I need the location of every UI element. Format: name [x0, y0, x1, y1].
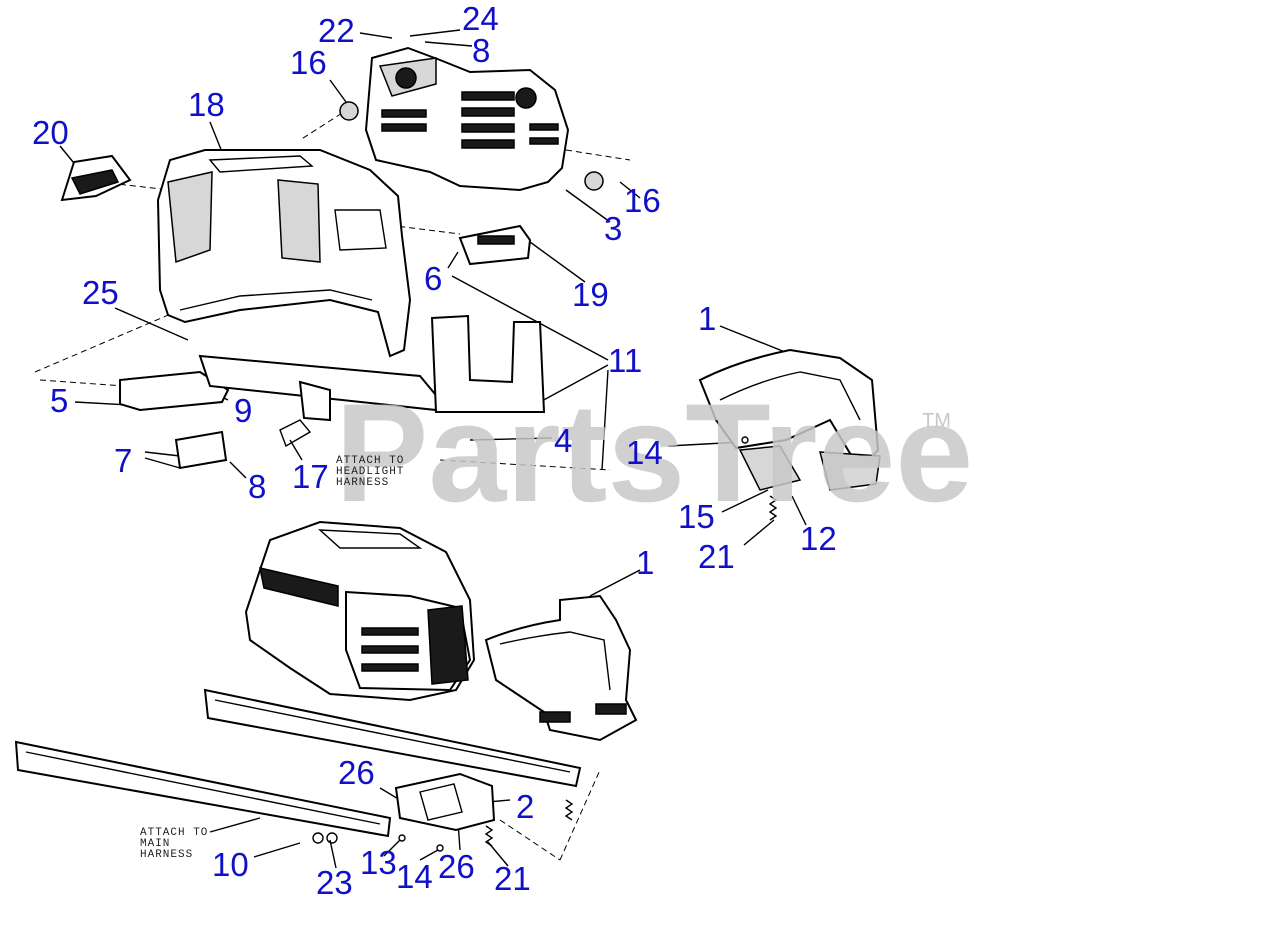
callout-2: 2	[516, 788, 535, 825]
callout-6: 6	[424, 260, 443, 297]
callout-20: 20	[32, 114, 69, 151]
callout-14-upper: 14	[626, 434, 663, 471]
callout-24: 24	[462, 0, 499, 37]
hood-shell-part	[156, 149, 412, 358]
note-attach-main: ATTACH TO MAIN HARNESS	[140, 827, 209, 861]
callout-1-lower: 1	[636, 544, 655, 581]
callout-5: 5	[50, 382, 69, 419]
lens-parts	[339, 101, 604, 191]
callout-26-upper: 26	[338, 754, 375, 791]
callout-7: 7	[114, 442, 133, 479]
callout-8-top: 8	[472, 32, 491, 69]
frame-rails	[14, 688, 582, 838]
callout-26-lower: 26	[438, 848, 475, 885]
callout-19: 19	[572, 276, 609, 313]
bumper-small-part	[698, 348, 881, 491]
callout-16-left: 16	[290, 44, 327, 81]
callout-10: 10	[212, 846, 249, 883]
callout-21-lower: 21	[494, 860, 531, 897]
note-attach-headlight: ATTACH TO HEADLIGHT HARNESS	[336, 455, 405, 489]
callout-4: 4	[554, 422, 573, 459]
spring-parts	[741, 436, 778, 521]
callout-11: 11	[608, 342, 643, 379]
callout-15: 15	[678, 498, 715, 535]
dash-panel-part	[458, 224, 532, 266]
callout-13: 13	[360, 844, 397, 881]
headlight-part	[60, 154, 132, 202]
frame-brackets	[119, 314, 546, 470]
hitch-bracket-part	[312, 772, 574, 852]
callout-21-upper: 21	[698, 538, 735, 575]
callout-8-left: 8	[248, 468, 267, 505]
callout-1-upper: 1	[698, 300, 717, 337]
leader-lines	[59, 29, 807, 869]
watermark: PartsTree	[335, 374, 974, 531]
callout-16-right: 16	[624, 182, 661, 219]
trademark-mark: TM	[922, 410, 951, 432]
hood-grille-part	[364, 46, 570, 192]
bumper-large-part	[484, 594, 638, 742]
callout-12: 12	[800, 520, 837, 557]
hood-assembly-part	[244, 520, 476, 702]
callout-14-lower: 14	[396, 858, 433, 895]
callout-22: 22	[318, 12, 355, 49]
callout-17: 17	[292, 458, 329, 495]
callout-23: 23	[316, 864, 353, 901]
callout-3: 3	[604, 210, 623, 247]
callout-18: 18	[188, 86, 225, 123]
callout-9: 9	[234, 392, 253, 429]
callout-25: 25	[82, 274, 119, 311]
